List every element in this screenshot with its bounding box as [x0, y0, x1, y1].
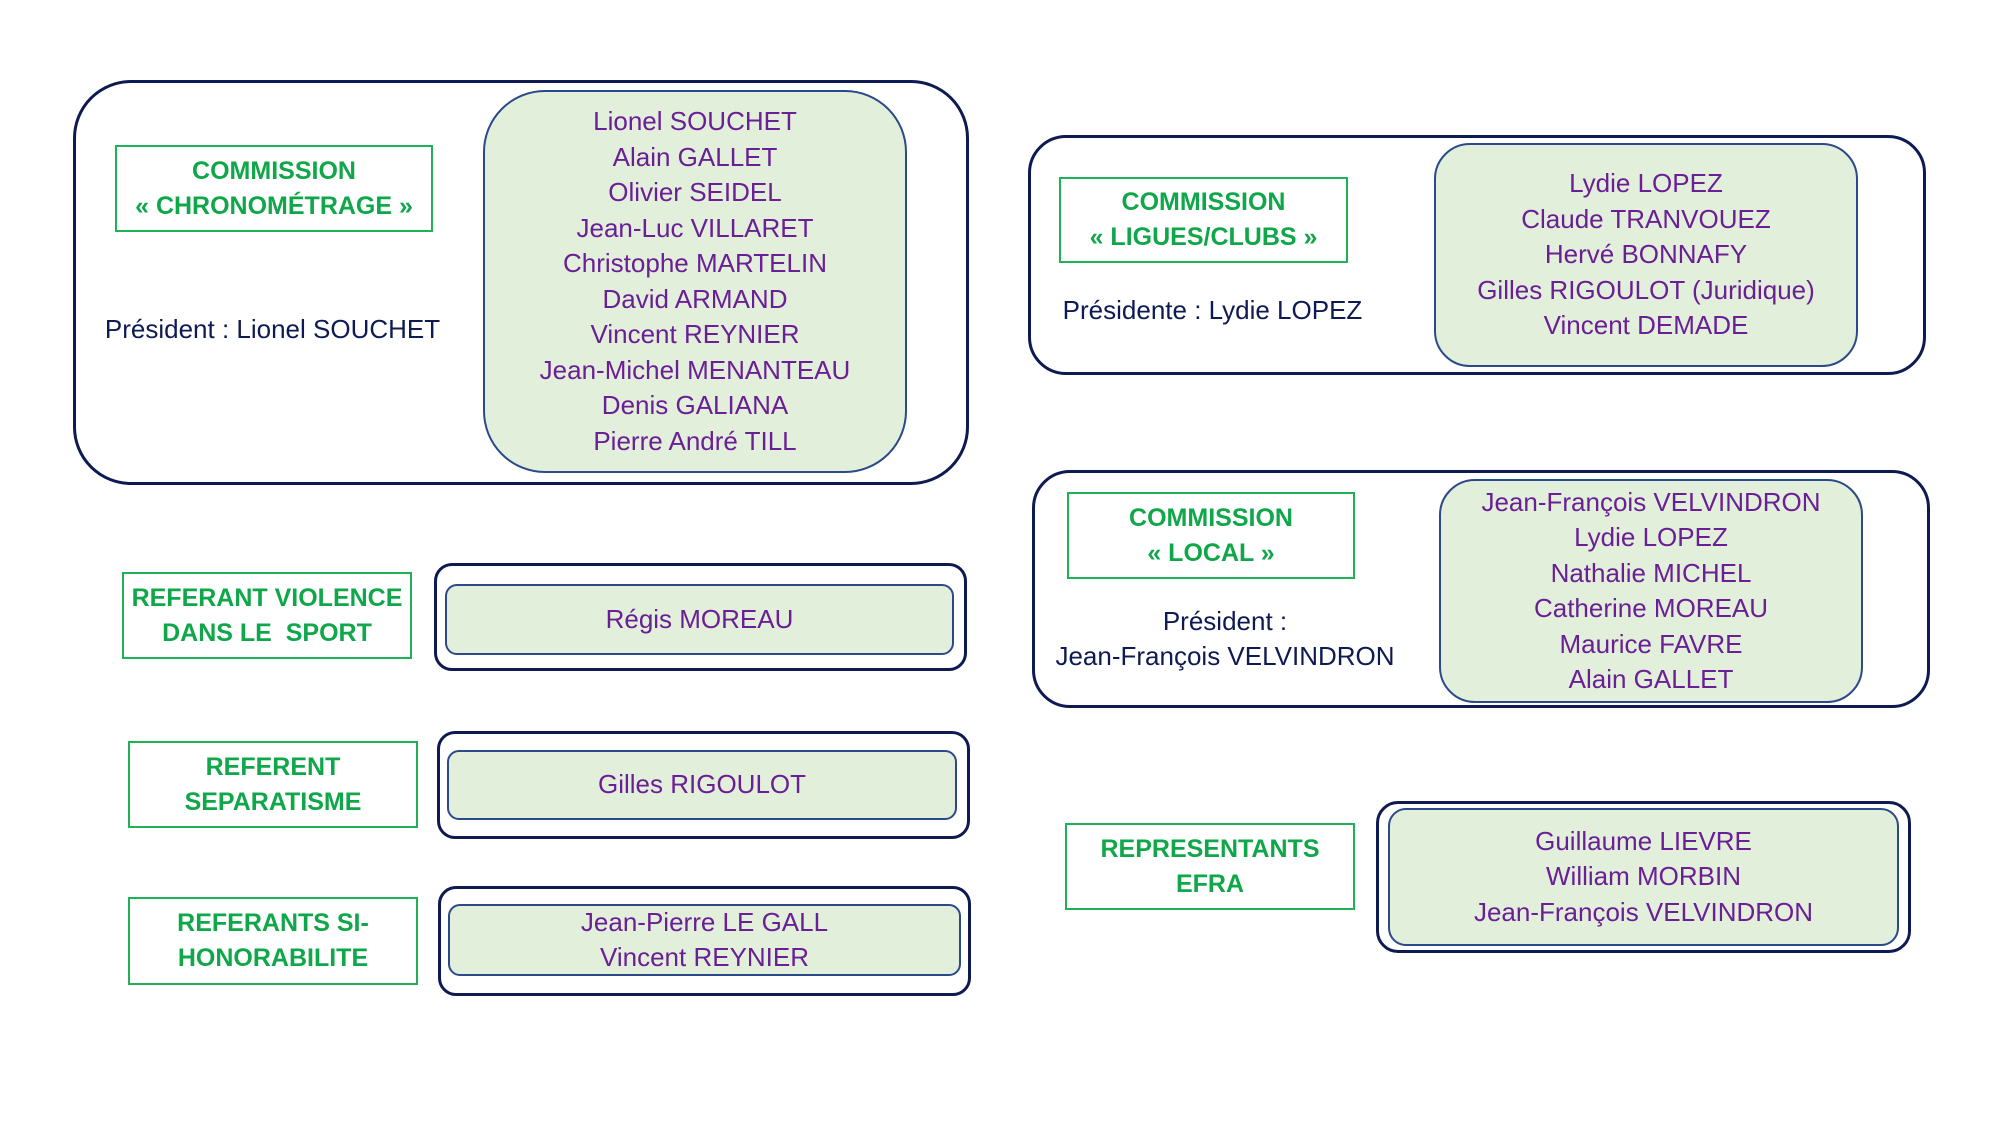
member-name: Jean-François VELVINDRON: [1481, 486, 1821, 517]
title-line: REFERENT: [205, 752, 341, 781]
title-line: REFERANTS SI-: [177, 909, 369, 937]
member-name: Vincent DEMADE: [1543, 310, 1749, 341]
referent-separatisme-title: REFERENT SEPARATISME: [128, 741, 418, 828]
member-name: Maurice FAVRE: [1559, 628, 1743, 659]
member-name: Nathalie MICHEL: [1550, 557, 1752, 588]
member-name: Christophe MARTELIN: [563, 248, 827, 278]
president-label: Présidente : Lydie LOPEZ: [1062, 295, 1363, 325]
referent-honorabilite-title: REFERANTS SI- HONORABILITE: [128, 897, 418, 985]
commission-chronometrage-members: Lionel SOUCHET Alain GALLET Olivier SEID…: [483, 90, 907, 473]
member-name: Régis MOREAU: [605, 603, 794, 634]
member-name: David ARMAND: [602, 283, 788, 314]
referent-separatisme-members: Gilles RIGOULOT: [447, 750, 957, 820]
title-line: COMMISSION: [1121, 188, 1286, 216]
president-label: Président : Lionel SOUCHET: [104, 314, 441, 344]
title-line: REPRESENTANTS: [1100, 834, 1320, 863]
member-name: Vincent REYNIER: [599, 942, 810, 972]
member-name: Hervé BONNAFY: [1544, 239, 1748, 270]
president-label: Président : Jean-François VELVINDRON: [1055, 606, 1395, 671]
member-name: Jean-Michel MENANTEAU: [539, 354, 851, 385]
commission-ligues-clubs-title: COMMISSION « LIGUES/CLUBS »: [1059, 177, 1348, 263]
title-line: DANS LE SPORT: [162, 618, 372, 647]
member-name: Vincent REYNIER: [590, 319, 800, 349]
referent-violence-members: Régis MOREAU: [445, 584, 954, 655]
member-name: Denis GALIANA: [601, 390, 789, 420]
member-name: Gilles RIGOULOT (Juridique): [1477, 274, 1815, 305]
title-line: REFERANT VIOLENCE: [131, 583, 403, 612]
member-name: Lydie LOPEZ: [1569, 168, 1723, 199]
title-line: HONORABILITE: [177, 944, 369, 972]
commission-ligues-clubs-members: Lydie LOPEZ Claude TRANVOUEZ Hervé BONNA…: [1434, 143, 1858, 367]
member-name: Alain GALLET: [1568, 664, 1734, 694]
member-name: Jean-François VELVINDRON: [1473, 896, 1814, 927]
member-name: William MORBIN: [1546, 861, 1741, 892]
title-line: « CHRONOMÉTRAGE »: [135, 191, 413, 220]
referent-violence-title: REFERANT VIOLENCE DANS LE SPORT: [122, 572, 412, 659]
representants-efra-title: REPRESENTANTS EFRA: [1065, 823, 1355, 910]
member-name: Guillaume LIEVRE: [1535, 825, 1752, 856]
member-name: Jean-Pierre LE GALL: [580, 906, 829, 937]
title-line: EFRA: [1175, 869, 1245, 898]
title-line: « LOCAL »: [1147, 538, 1275, 567]
member-name: Jean-Luc VILLARET: [576, 212, 814, 243]
member-name: Pierre André TILL: [593, 425, 797, 456]
member-name: Alain GALLET: [612, 141, 778, 172]
member-name: Catherine MOREAU: [1533, 593, 1769, 623]
commission-local-members: Jean-François VELVINDRON Lydie LOPEZ Nat…: [1439, 479, 1863, 703]
commission-chronometrage-title: COMMISSION « CHRONOMÉTRAGE »: [115, 145, 433, 232]
referent-honorabilite-members: Jean-Pierre LE GALL Vincent REYNIER: [448, 904, 961, 976]
member-name: Lydie LOPEZ: [1574, 522, 1728, 552]
member-name: Olivier SEIDEL: [608, 177, 782, 207]
title-line: COMMISSION: [192, 156, 356, 185]
title-line: SEPARATISME: [184, 787, 362, 816]
commission-local-title: COMMISSION « LOCAL »: [1067, 492, 1355, 579]
title-line: COMMISSION: [1129, 503, 1293, 532]
member-name: Claude TRANVOUEZ: [1521, 203, 1771, 234]
member-name: Lionel SOUCHET: [593, 106, 797, 136]
title-line: « LIGUES/CLUBS »: [1089, 223, 1318, 251]
member-name: Gilles RIGOULOT: [597, 769, 807, 800]
representants-efra-members: Guillaume LIEVRE William MORBIN Jean-Fra…: [1388, 808, 1899, 946]
